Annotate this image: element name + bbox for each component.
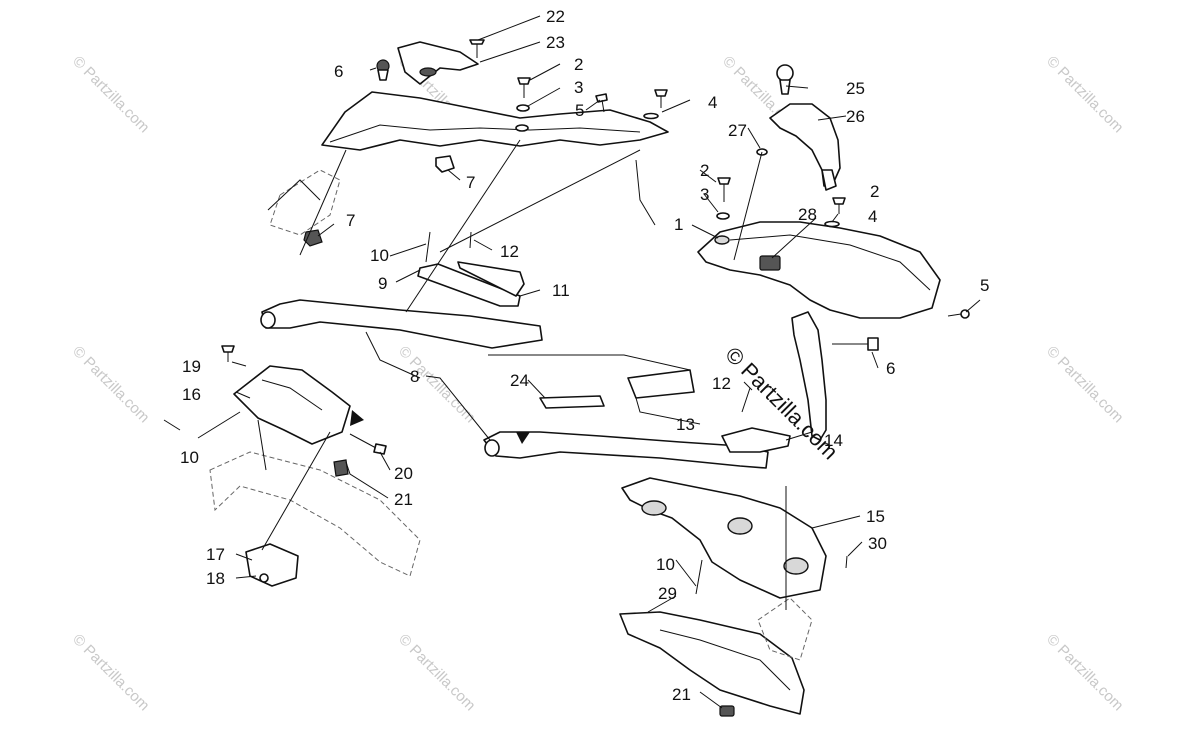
watermark: © Partzilla.com <box>1043 343 1126 426</box>
callout-20: 20 <box>394 464 413 483</box>
rails <box>260 231 791 469</box>
callout-23: 23 <box>546 33 565 52</box>
callout-26: 26 <box>846 107 865 126</box>
callout-14: 14 <box>824 431 843 450</box>
callout-9: 9 <box>378 274 387 293</box>
callout-13: 13 <box>676 415 695 434</box>
callout-7: 7 <box>346 211 355 230</box>
callout-8: 8 <box>410 367 419 386</box>
callout-24: 24 <box>510 371 529 390</box>
callout-3: 3 <box>700 185 709 204</box>
callout-30: 30 <box>868 534 887 553</box>
callout-2: 2 <box>574 55 583 74</box>
callout-11: 11 <box>552 281 570 300</box>
callout-21: 21 <box>394 490 413 509</box>
callout-21: 21 <box>672 685 691 704</box>
left-console-panel <box>267 39 669 247</box>
callout-5: 5 <box>575 101 584 120</box>
callout-5: 5 <box>980 276 989 295</box>
callout-2: 2 <box>870 182 879 201</box>
callout-19: 19 <box>182 357 201 376</box>
callout-12: 12 <box>500 242 519 261</box>
right-console-panel <box>697 64 970 441</box>
callout-27: 27 <box>728 121 747 140</box>
watermark: © Partzilla.com <box>395 343 478 426</box>
callout-10: 10 <box>180 448 199 467</box>
callout-16: 16 <box>182 385 201 404</box>
callout-10: 10 <box>370 246 389 265</box>
direction-arrow <box>516 432 530 444</box>
callout-18: 18 <box>206 569 225 588</box>
lower-bracket <box>619 477 848 717</box>
callout-1: 1 <box>674 215 683 234</box>
watermark: © Partzilla.com <box>1043 631 1126 714</box>
callout-10: 10 <box>656 555 675 574</box>
watermark: © Partzilla.com <box>1043 53 1126 136</box>
left-side-bracket <box>163 345 421 587</box>
callout-4: 4 <box>708 93 717 112</box>
callout-29: 29 <box>658 584 677 603</box>
watermark: © Partzilla.com <box>69 53 152 136</box>
callout-6: 6 <box>334 62 343 81</box>
watermark: © Partzilla.com <box>395 631 478 714</box>
callout-15: 15 <box>866 507 885 526</box>
callout-12: 12 <box>712 374 731 393</box>
callout-3: 3 <box>574 78 583 97</box>
callout-28: 28 <box>798 205 817 224</box>
callout-17: 17 <box>206 545 225 564</box>
leader-lines <box>197 15 981 709</box>
callout-2: 2 <box>700 161 709 180</box>
callout-labels: 1 2 2 2 3 3 4 4 5 5 6 6 7 7 8 9 10 10 10… <box>180 7 989 704</box>
direction-arrow <box>350 410 364 426</box>
watermark: © Partzilla.com <box>69 631 152 714</box>
callout-6: 6 <box>886 359 895 378</box>
callout-4: 4 <box>868 207 877 226</box>
callout-25: 25 <box>846 79 865 98</box>
callout-22: 22 <box>546 7 565 26</box>
callout-7: 7 <box>466 173 475 192</box>
watermark: © Partzilla.com <box>69 343 152 426</box>
watermarks: © Partzilla.com © Partzilla.com © Partzi… <box>69 53 1126 714</box>
